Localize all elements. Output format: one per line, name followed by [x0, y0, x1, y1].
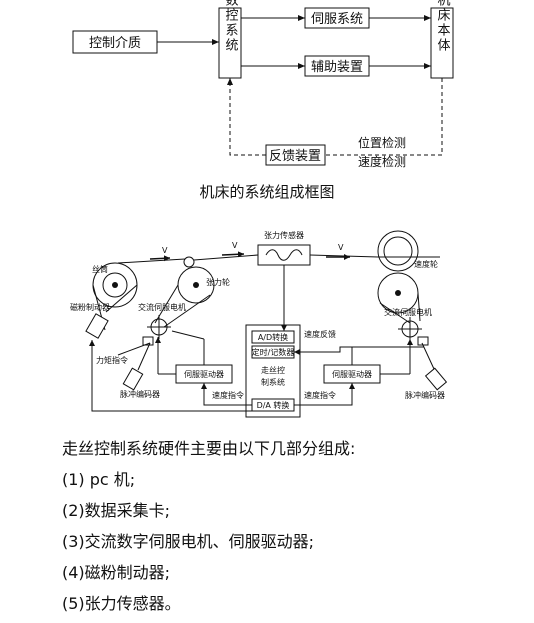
speed-detect-label: 速度检测: [358, 154, 406, 169]
encoder-right-label: 脉冲编码器: [405, 390, 445, 400]
figure-caption: 机床的系统组成框图: [199, 183, 335, 201]
wire-speed-v2: V: [232, 241, 238, 250]
magnetic-brake-label: 磁粉制动器: [70, 302, 110, 312]
ac-servo-motor-right-label: 交流伺服电机: [384, 307, 432, 317]
ad-convert-label: A/D转换: [258, 332, 288, 342]
wire-ctrl-label-2: 制系统: [261, 377, 285, 387]
spool-label: 丝筒: [92, 264, 108, 274]
wire-speed-v1: V: [162, 246, 168, 255]
list-item: (3)交流数字伺服电机、伺服驱动器;: [62, 532, 315, 551]
encoder-right: [424, 367, 448, 391]
list-item: (4)磁粉制动器;: [62, 563, 171, 582]
speed-wheel-label: 速度轮: [414, 259, 438, 269]
timer-counter-label: 定时/记数器: [252, 347, 295, 357]
speed-feedback-label: 速度反馈: [304, 329, 336, 339]
speed-cmd-right-label: 速度指令: [304, 390, 336, 400]
list-item: (1) pc 机;: [62, 470, 136, 489]
control-medium-label: 控制介质: [89, 36, 141, 51]
feedback-device-label: 反馈装置: [269, 149, 321, 164]
machine-body-label: 机床本体: [435, 0, 451, 53]
torque-cmd-label: 力矩指令: [96, 355, 128, 365]
intro-text: 走丝控制系统硬件主要由以下几部分组成:: [62, 439, 356, 458]
system-block-diagram: 控制介质 数控系统 伺服系统 辅助装置 机床本体 反馈装置 位置检测 速度检测: [72, 0, 454, 169]
tension-sensor-label: 张力传感器: [264, 230, 304, 240]
servo-driver-left-label: 伺服驱动器: [184, 369, 224, 379]
list-item: (2)数据采集卡;: [62, 501, 171, 520]
encoder-left-label: 脉冲编码器: [120, 389, 160, 399]
wire-control-diagram: 张力传感器 丝筒 张力轮 V V V 速度轮: [70, 230, 448, 418]
wire-speed-v3: V: [338, 243, 344, 252]
da-convert-label: D/A 转换: [257, 400, 290, 410]
tension-wheel-label: 张力轮: [206, 277, 230, 287]
tension-sensor-box: [257, 244, 311, 266]
speed-cmd-left-label: 速度指令: [212, 390, 244, 400]
servo-driver-right-label: 伺服驱动器: [332, 369, 372, 379]
list-item: (5)张力传感器。: [62, 594, 181, 613]
feedback-device-box: [265, 144, 326, 166]
servo-system-label: 伺服系统: [311, 12, 363, 27]
wire-ctrl-label-1: 走丝控: [261, 365, 285, 375]
aux-device-label: 辅助装置: [311, 60, 363, 75]
cnc-system-label: 数控系统: [223, 0, 239, 53]
position-detect-label: 位置检测: [358, 135, 406, 150]
component-list: 走丝控制系统硬件主要由以下几部分组成: (1) pc 机; (2)数据采集卡; …: [62, 433, 355, 619]
magnetic-brake: [85, 313, 109, 339]
ac-servo-motor-left-label: 交流伺服电机: [138, 302, 186, 312]
encoder-left: [122, 367, 144, 391]
